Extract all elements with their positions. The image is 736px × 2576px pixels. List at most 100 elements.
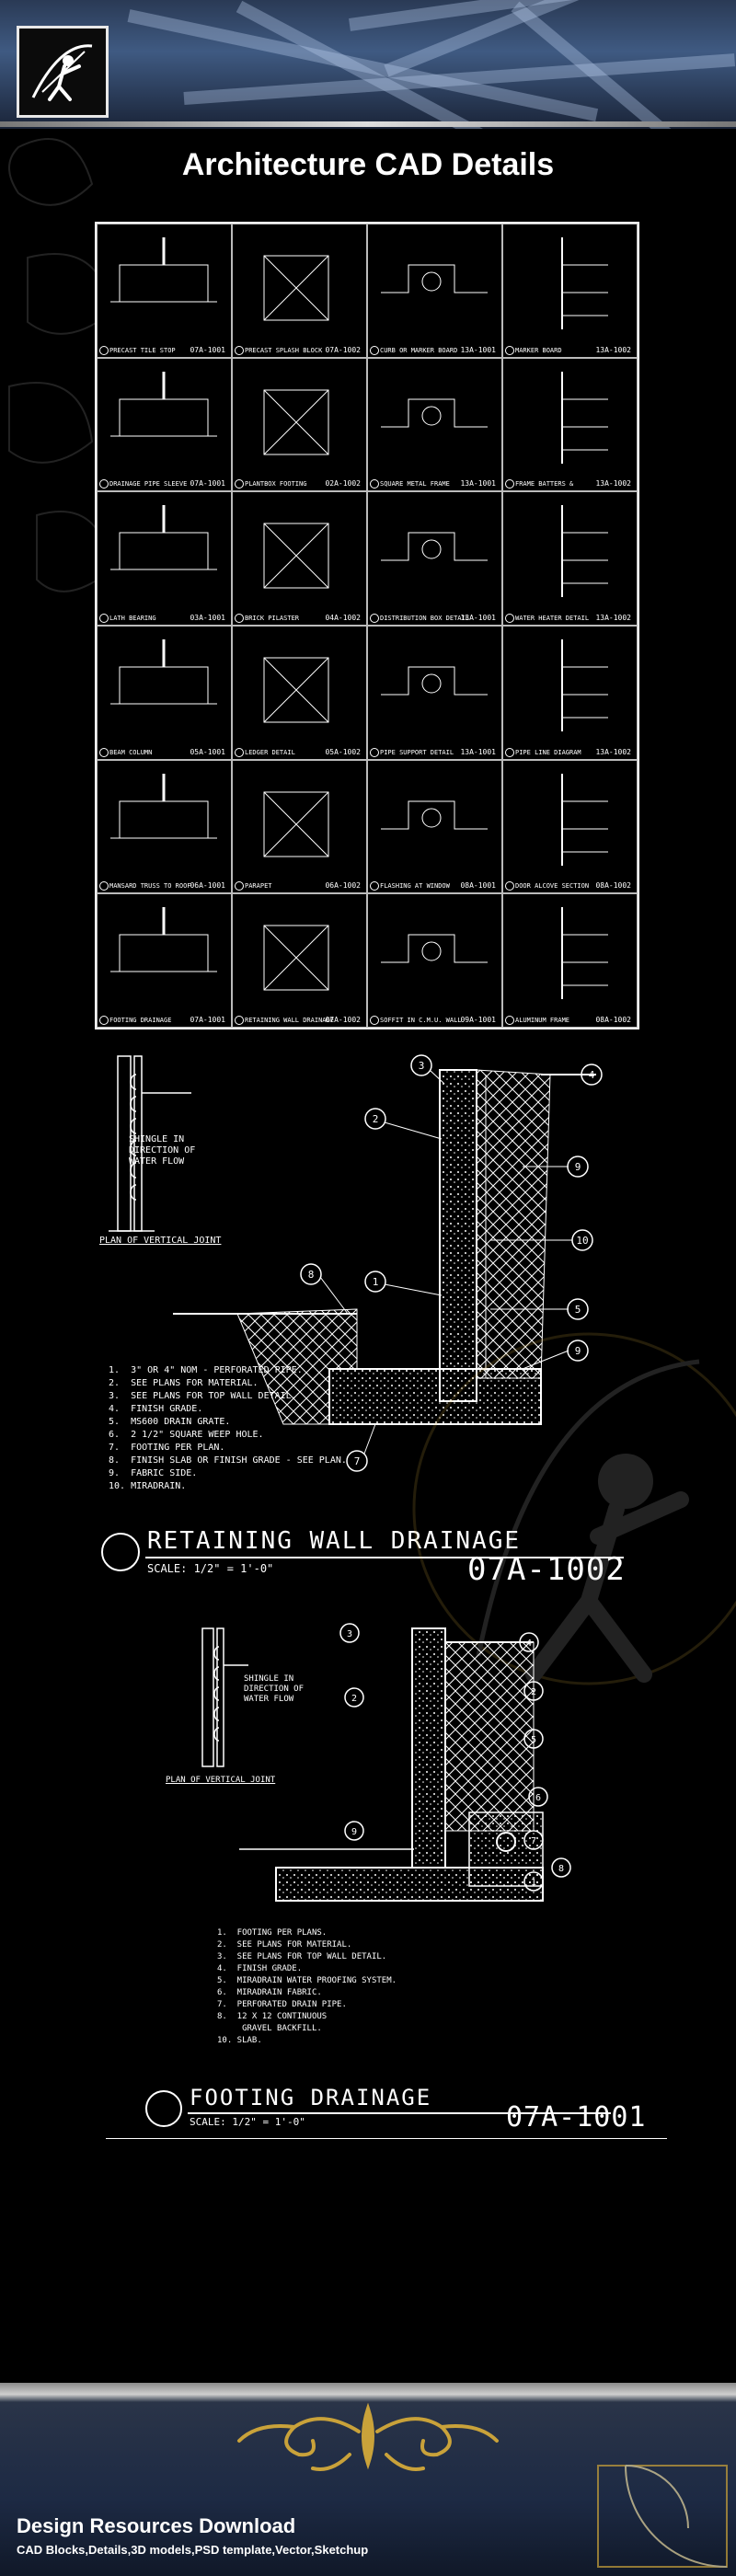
cad-sketch bbox=[263, 925, 329, 991]
svg-text:5: 5 bbox=[531, 1735, 536, 1745]
golden-spiral-icon bbox=[597, 2465, 728, 2568]
cad-sketch bbox=[263, 523, 329, 589]
thumbnail-code: 13A-1002 bbox=[595, 345, 631, 354]
thumbnail-cell[interactable]: FRAME BATTERS &13A-1002 bbox=[502, 357, 638, 492]
detail-bubble bbox=[370, 479, 379, 489]
thumbnail-code: 13A-1001 bbox=[460, 479, 496, 489]
brand-name: Design Resources Download bbox=[17, 2514, 296, 2537]
svg-text:7: 7 bbox=[354, 1455, 361, 1467]
thumbnail-code: 05A-1001 bbox=[190, 747, 225, 756]
thumbnail-label: ALUMINUM FRAME bbox=[515, 1017, 570, 1024]
retaining-inset-label: PLAN OF VERTICAL JOINT bbox=[99, 1236, 222, 1246]
thumbnail-label: PIPE SUPPORT DETAIL bbox=[380, 748, 454, 756]
note-line: 2. SEE PLANS FOR MATERIAL. bbox=[217, 1940, 352, 1949]
note-line: 5. MS600 DRAIN GRATE. bbox=[109, 1417, 231, 1427]
thumbnail-label: MANSARD TRUSS TO ROOF bbox=[109, 882, 191, 891]
cad-sketch bbox=[263, 791, 329, 857]
detail-bubble bbox=[505, 881, 514, 891]
footing-title: FOOTING DRAINAGE bbox=[190, 2085, 432, 2110]
detail-bubble bbox=[505, 345, 514, 355]
retaining-title-circle bbox=[101, 1533, 140, 1571]
thumbnail-label: PRECAST SPLASH BLOCK bbox=[245, 346, 323, 354]
footing-inset-note: SHINGLE IN DIRECTION OF WATER FLOW bbox=[244, 1674, 305, 1704]
cad-sketch bbox=[561, 237, 608, 329]
thumbnail-code: 13A-1001 bbox=[460, 345, 496, 354]
note-line: 8. 12 X 12 CONTINUOUS bbox=[217, 2012, 328, 2021]
cad-sketch bbox=[381, 532, 488, 561]
brand-tagline: CAD Blocks,Details,3D models,PSD templat… bbox=[17, 2543, 369, 2557]
svg-text:9: 9 bbox=[351, 1827, 357, 1837]
thumbnail-label: PLANTBOX FOOTING bbox=[245, 480, 307, 489]
svg-text:4: 4 bbox=[589, 1069, 595, 1081]
thumbnail-code: 07A-1001 bbox=[190, 1016, 225, 1024]
thumbnail-code: 13A-1002 bbox=[595, 747, 631, 756]
thumbnail-code: 04A-1002 bbox=[325, 614, 361, 622]
page-title: Architecture CAD Details bbox=[181, 147, 555, 182]
cad-sketch bbox=[110, 773, 217, 839]
thumbnail-label: LEDGER DETAIL bbox=[245, 748, 295, 756]
detail-bubble bbox=[99, 747, 109, 757]
cad-sketch bbox=[110, 371, 217, 437]
thumbnail-code: 03A-1001 bbox=[190, 614, 225, 622]
thumbnail-cell[interactable]: FLASHING AT WINDOW 08A-1001 bbox=[367, 759, 502, 894]
svg-text:6: 6 bbox=[535, 1793, 541, 1803]
detail-bubble bbox=[505, 1016, 514, 1025]
thumbnail-code: 08A-1002 bbox=[595, 881, 631, 891]
note-line: 6. MIRADRAIN FABRIC. bbox=[217, 1988, 322, 1997]
note-line: 9. FABRIC SIDE. bbox=[109, 1468, 198, 1478]
note-line: 7. FOOTING PER PLAN. bbox=[109, 1443, 225, 1453]
thumbnail-label: RETAINING WALL DRAINAGE bbox=[245, 1017, 334, 1024]
note-line: 5. MIRADRAIN WATER PROOFING SYSTEM. bbox=[217, 1976, 397, 1985]
thumbnail-label: PARAPET bbox=[245, 882, 272, 891]
retaining-scale: SCALE: 1/2" = 1'-0" bbox=[147, 1562, 274, 1575]
cad-sketch bbox=[263, 657, 329, 723]
thumbnail-code: 13A-1001 bbox=[460, 614, 496, 622]
svg-text:3: 3 bbox=[347, 1629, 352, 1639]
svg-text:9: 9 bbox=[575, 1345, 581, 1357]
cad-sketch bbox=[561, 639, 608, 731]
footing-inset-label: PLAN OF VERTICAL JOINT bbox=[166, 1776, 276, 1785]
thumbnail-code: 13A-1001 bbox=[460, 747, 496, 756]
detail-bubble bbox=[235, 479, 244, 489]
svg-text:2: 2 bbox=[373, 1113, 379, 1125]
thumbnail-label: FLASHING AT WINDOW bbox=[380, 882, 450, 891]
thumbnail-code: 08A-1001 bbox=[460, 881, 496, 891]
detail-bubble bbox=[370, 614, 379, 623]
detail-bubble bbox=[99, 1016, 109, 1025]
cad-sketch bbox=[263, 255, 329, 321]
gold-ornament bbox=[237, 2402, 499, 2471]
note-line: 3. SEE PLANS FOR TOP WALL DETAIL. bbox=[109, 1391, 297, 1401]
thumbnail-code: 07A-1002 bbox=[325, 345, 361, 354]
detail-bubble bbox=[235, 1016, 244, 1025]
retaining-title-rule bbox=[145, 1557, 624, 1558]
footing-drainage-drawing: 324 256 781 9 bbox=[201, 1623, 571, 1902]
thumbnail-label: DRAINAGE PIPE SLEEVE bbox=[109, 480, 188, 489]
cad-sketch bbox=[381, 264, 488, 293]
retaining-code: 07A-1002 bbox=[467, 1551, 626, 1588]
thumbnail-cell[interactable]: PIPE SUPPORT DETAIL 13A-1001 bbox=[367, 626, 502, 760]
